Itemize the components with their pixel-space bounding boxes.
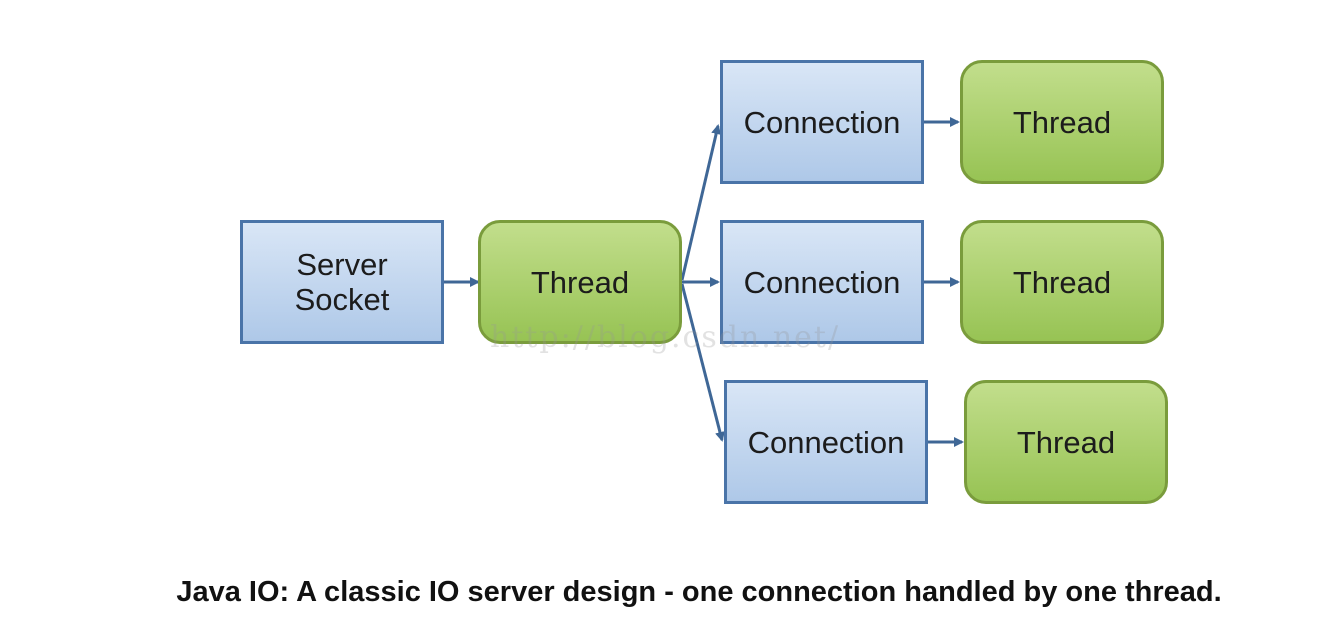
worker-thread-node-1: Thread: [960, 60, 1164, 184]
worker-thread-node-3: Thread: [964, 380, 1168, 504]
connection-label-2: Connection: [743, 264, 901, 300]
connection-node-2: Connection: [720, 220, 924, 344]
worker-thread-label-3: Thread: [1016, 424, 1116, 460]
connection-node-1: Connection: [720, 60, 924, 184]
worker-thread-label-1: Thread: [1012, 104, 1112, 140]
diagram-caption: Java IO: A classic IO server design - on…: [176, 576, 1222, 608]
acceptor-thread-node: Thread: [478, 220, 682, 344]
connection-node-3: Connection: [724, 380, 928, 504]
arrow-thread-to-connection-1: [680, 124, 722, 281]
server-socket-node: Server Socket: [240, 220, 444, 344]
worker-thread-node-2: Thread: [960, 220, 1164, 344]
arrow-thread-to-connection-3: [680, 283, 725, 442]
watermark-text: http://blog.csdn.net/: [490, 320, 841, 355]
acceptor-thread-label: Thread: [530, 264, 630, 300]
worker-thread-label-2: Thread: [1012, 264, 1112, 300]
server-socket-line-2: Socket: [294, 282, 390, 317]
connection-label-3: Connection: [747, 424, 905, 460]
connection-label-1: Connection: [743, 104, 901, 140]
server-socket-line-1: Server: [296, 247, 388, 282]
